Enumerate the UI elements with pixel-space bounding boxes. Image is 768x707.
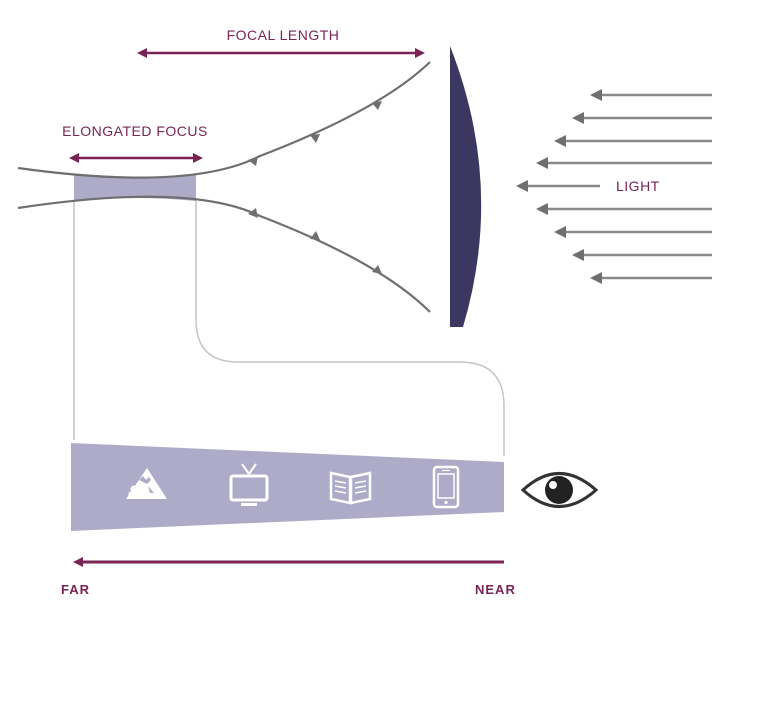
- book-icon: [329, 471, 372, 505]
- lens: [450, 46, 482, 327]
- far-label: FAR: [61, 582, 90, 597]
- tv-icon: [229, 463, 269, 506]
- near-label: NEAR: [475, 582, 516, 597]
- ray-upper: [17, 61, 431, 179]
- mountain-icon: [126, 468, 167, 499]
- focal-length-label: FOCAL LENGTH: [227, 27, 340, 43]
- light-label: LIGHT: [616, 178, 660, 194]
- distance-scale-wedge: [71, 443, 504, 531]
- light-rays: [516, 89, 712, 284]
- connector-right: [195, 201, 505, 456]
- ray-lower: [17, 195, 431, 313]
- phone-icon: [432, 465, 460, 509]
- elongated-focus-label: ELONGATED FOCUS: [62, 123, 208, 139]
- ray-direction-arrows: [248, 101, 382, 274]
- eye-icon: [520, 472, 599, 508]
- focus-band: [74, 174, 196, 201]
